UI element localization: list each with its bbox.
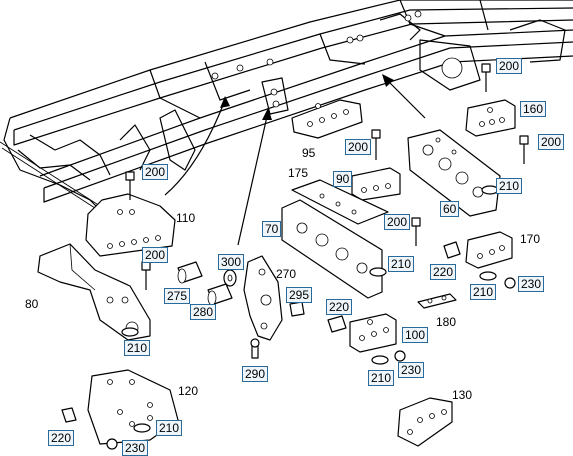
callout-180: 180 <box>436 315 457 329</box>
callout-220-center: 220 <box>326 299 353 315</box>
callout-95: 95 <box>302 146 316 160</box>
callout-270: 270 <box>276 267 297 281</box>
leader-arrows <box>164 74 426 246</box>
callout-200-hanger-bolt: 200 <box>142 247 169 263</box>
bolts-200 <box>125 63 529 290</box>
washer-300 <box>223 269 237 287</box>
callout-210-crossmember-70: 210 <box>388 256 415 272</box>
callout-230-bottom: 230 <box>122 440 149 456</box>
callout-80: 80 <box>25 297 39 311</box>
part-60-crossmember <box>407 129 501 217</box>
chassis-frame <box>0 0 573 211</box>
callout-90: 90 <box>333 171 353 187</box>
callout-300: 300 <box>218 254 245 270</box>
part-170-bracket <box>465 231 513 269</box>
nuts-and-washers <box>61 185 516 450</box>
part-175-plate <box>291 179 389 225</box>
callout-60: 60 <box>440 201 460 217</box>
part-70-crossmember <box>281 199 383 299</box>
callout-200-rear-bolt: 200 <box>496 58 523 74</box>
callout-275: 275 <box>164 288 191 304</box>
callout-230-right: 230 <box>518 276 545 292</box>
callout-200-front-bolt: 200 <box>142 164 169 180</box>
callout-120: 120 <box>178 384 199 398</box>
part-100-bracket <box>349 313 397 353</box>
callout-210-hanger-80: 210 <box>124 340 151 356</box>
bushings-275-280 <box>177 261 233 306</box>
callout-280: 280 <box>190 304 217 320</box>
part-180-plate <box>417 293 457 309</box>
part-90-bracket <box>351 167 401 201</box>
part-95-bracket <box>291 99 363 139</box>
callout-210-crossmember-60: 210 <box>496 178 523 194</box>
grease-fitting-290 <box>250 338 260 359</box>
part-130-bracket <box>397 397 453 447</box>
callout-200-crossmember-bolt: 200 <box>384 214 411 230</box>
callout-175: 175 <box>288 166 309 180</box>
callout-290: 290 <box>242 366 269 382</box>
callout-170: 170 <box>520 232 541 246</box>
part-110-bracket <box>85 193 176 257</box>
part-80-hanger <box>37 243 151 341</box>
callout-210-bottom: 210 <box>156 420 183 436</box>
callout-230-bracket-100: 230 <box>398 362 425 378</box>
callout-110: 110 <box>176 211 196 225</box>
callout-210-right: 210 <box>470 284 497 300</box>
callout-200-center-bolt: 200 <box>345 139 372 155</box>
callout-220-right: 220 <box>430 264 457 280</box>
callout-200-right-bolt: 200 <box>538 134 565 150</box>
callout-160: 160 <box>520 101 547 117</box>
callout-130: 130 <box>452 388 473 402</box>
callout-210-bracket-100: 210 <box>368 370 395 386</box>
callout-295: 295 <box>286 287 313 303</box>
part-160-bracket <box>465 99 516 137</box>
callout-70: 70 <box>262 221 282 237</box>
callout-220-bottom: 220 <box>48 430 75 446</box>
part-270-bracket <box>243 255 283 341</box>
callout-100: 100 <box>402 327 429 343</box>
